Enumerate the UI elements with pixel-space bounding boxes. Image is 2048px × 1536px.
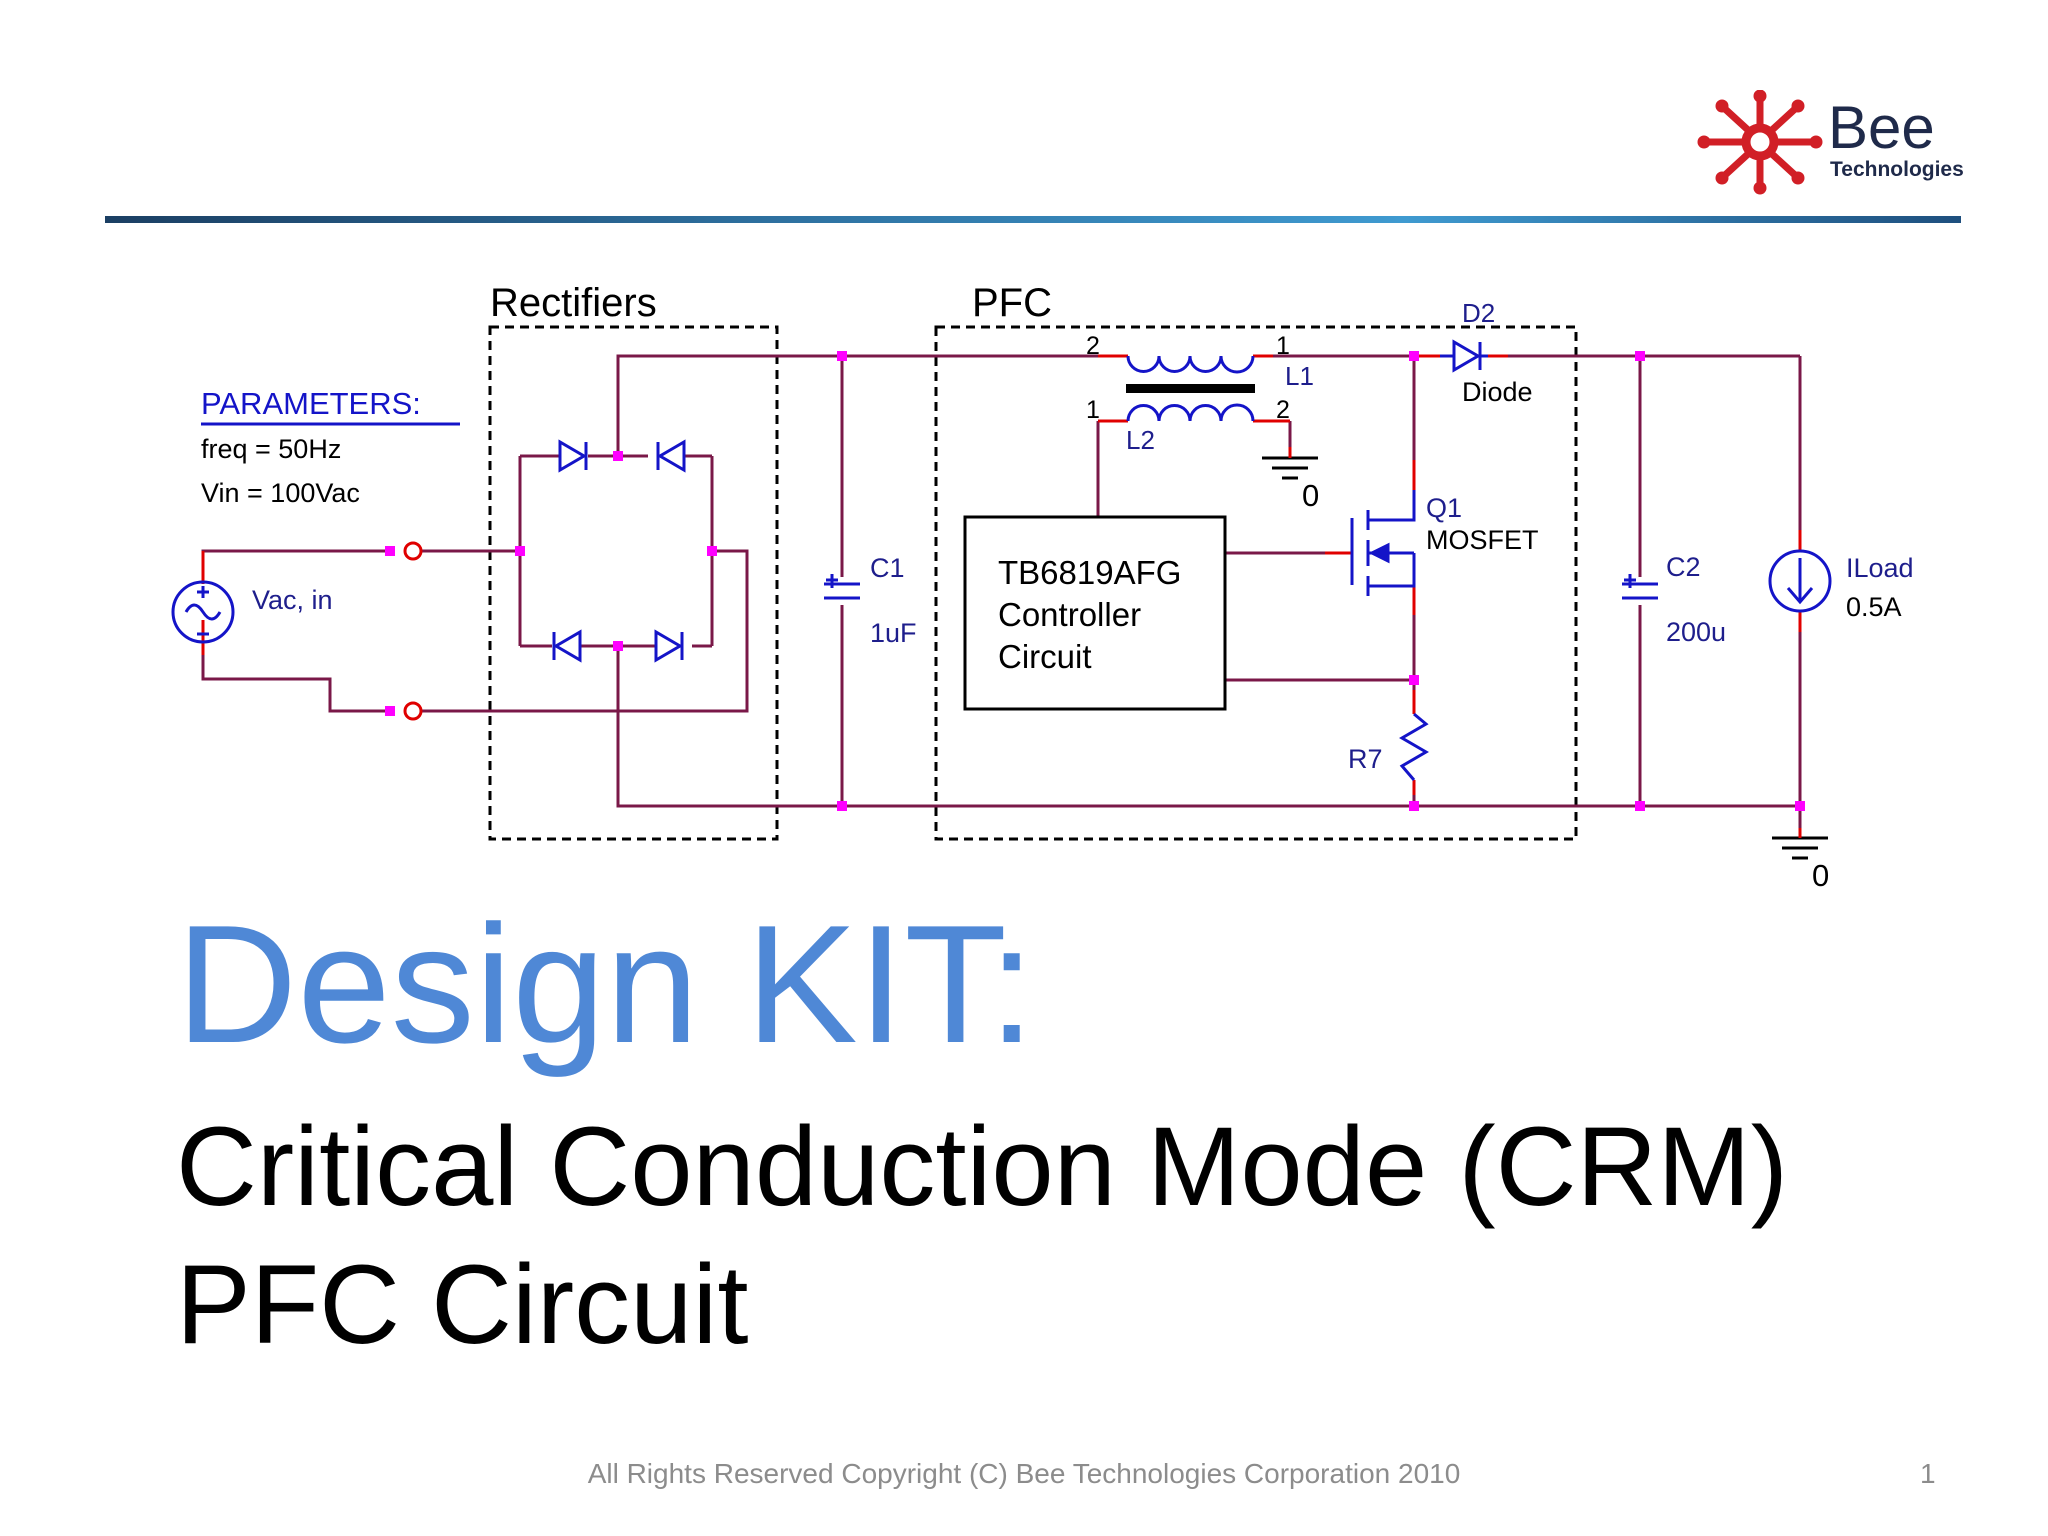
d2-diode-icon (1440, 339, 1488, 373)
param-freq: freq = 50Hz (201, 434, 341, 464)
param-vin: Vin = 100Vac (201, 478, 360, 508)
bridge-diodes-icon (552, 439, 686, 663)
c2-capacitor-icon (1622, 574, 1658, 600)
l2-pin-left: 1 (1086, 396, 1100, 424)
l1-inductor-icon (1126, 355, 1255, 374)
c1-value: 1uF (870, 618, 917, 648)
iload-ref: ILoad (1846, 553, 1914, 583)
page-number: 1 (1920, 1458, 1936, 1489)
pin-stubs (201, 354, 1802, 795)
d2-ref: D2 (1462, 298, 1495, 328)
pfc-label: PFC (972, 281, 1052, 325)
main-ground-icon (1772, 836, 1828, 860)
pfc-box (934, 325, 1578, 841)
ac-source-icon (171, 580, 235, 644)
connector-terminals (403, 541, 423, 721)
r7-ref: R7 (1348, 744, 1383, 774)
logo-sub-text: Technologies (1830, 158, 1964, 181)
bee-technologies-logo: Bee Technologies (1690, 89, 1970, 200)
l2-inductor-icon (1126, 403, 1255, 422)
controller-line1: TB6819AFG (998, 554, 1181, 591)
l2-ref: L2 (1126, 425, 1155, 455)
header-divider (105, 216, 1961, 223)
iload-current-source-icon (1768, 549, 1832, 613)
q1-mosfet-icon (1350, 490, 1416, 596)
controller-line2: Controller (998, 596, 1141, 633)
copyright-footer: All Rights Reserved Copyright (C) Bee Te… (587, 1458, 1461, 1489)
l1-pin-left: 2 (1086, 332, 1100, 360)
l2-ground-icon (1262, 456, 1318, 480)
controller-block (963, 515, 1227, 711)
source-label: Vac, in (252, 585, 333, 615)
bee-logo-mark-icon (1697, 89, 1823, 195)
q1-ref: Q1 (1426, 493, 1462, 523)
l2-pin-right: 2 (1276, 396, 1290, 424)
logo-brand-text: Bee (1828, 94, 1935, 161)
page-title: Design KIT: (176, 890, 1036, 1078)
parameters-heading: PARAMETERS: (201, 386, 421, 421)
d2-type: Diode (1462, 377, 1533, 407)
controller-line3: Circuit (998, 638, 1092, 675)
iload-value: 0.5A (1846, 592, 1902, 622)
page-subtitle: Critical Conduction Mode (CRM) PFC Circu… (176, 1098, 1788, 1374)
c1-capacitor-icon (824, 574, 860, 600)
c2-ref: C2 (1666, 552, 1701, 582)
rectifiers-label: Rectifiers (490, 281, 657, 325)
q1-type: MOSFET (1426, 525, 1539, 555)
c2-value: 200u (1666, 617, 1726, 647)
junction-nodes (385, 351, 1805, 811)
subtitle-line-2: PFC Circuit (176, 1242, 749, 1367)
main-ground-label: 0 (1812, 858, 1829, 893)
l1-pin-right: 1 (1276, 332, 1290, 360)
c1-ref: C1 (870, 553, 905, 583)
rectifiers-box (488, 325, 779, 841)
subtitle-line-1: Critical Conduction Mode (CRM) (176, 1104, 1789, 1229)
coupled-core-bar (1126, 384, 1255, 393)
bee-logo-svg: Bee Technologies (1697, 89, 1964, 195)
l1-ref: L1 (1285, 361, 1314, 391)
r7-resistor-icon (1399, 712, 1429, 781)
l2-ground-label: 0 (1302, 478, 1319, 513)
